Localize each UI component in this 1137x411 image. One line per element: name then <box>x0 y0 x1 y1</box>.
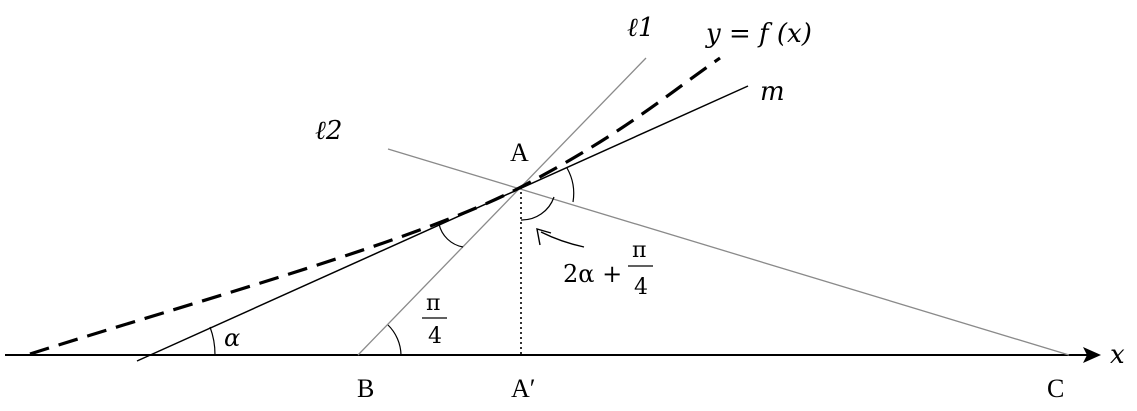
line-m <box>136 85 749 362</box>
point-a-prime-label: A′ <box>511 374 535 403</box>
angle-sum-label: 2α + π 4 <box>563 238 653 300</box>
point-c-label: C <box>1047 374 1064 403</box>
angle-arc-pi-over-4 <box>387 324 402 356</box>
fraction-numerator: π <box>426 291 440 316</box>
point-a-label: A <box>510 138 529 167</box>
fraction-numerator: π <box>632 238 646 263</box>
angle-sum-prefix: 2α + <box>563 260 622 288</box>
angle-alpha-label: α <box>224 324 240 352</box>
angle-arc-at-a-upper <box>566 167 575 203</box>
x-axis-label: x <box>1110 340 1125 370</box>
line-l2 <box>387 148 1070 356</box>
fraction-denominator: 4 <box>634 275 648 300</box>
curve-label: y = f (x) <box>705 19 812 49</box>
curve-f <box>29 56 721 356</box>
angle-pointer-arrow <box>540 231 585 248</box>
line-l1 <box>357 57 647 356</box>
angle-arc-at-tangent <box>438 223 464 248</box>
angle-arc-alpha <box>209 326 216 356</box>
line-l2-label: ℓ2 <box>315 116 342 146</box>
angle-pi-over-4-label: π 4 <box>422 291 447 349</box>
line-l1-label: ℓ1 <box>627 13 654 43</box>
line-m-label: m <box>760 77 785 107</box>
fraction-denominator: 4 <box>428 324 442 349</box>
x-axis-arrowhead <box>1083 347 1101 363</box>
angle-arc-at-a-lower <box>520 196 555 221</box>
point-b-label: B <box>357 374 374 403</box>
angle-pointer-arrowhead <box>536 228 552 246</box>
